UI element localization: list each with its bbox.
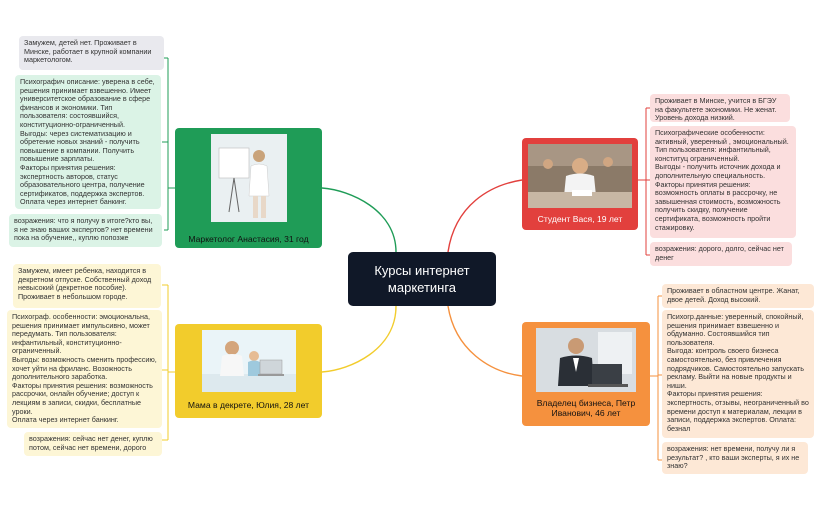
vasya-note-objections: возражения: дорого, долго, сейчас нет де… — [650, 242, 792, 266]
yulia-note-objections: возражения: сейчас нет денег, куплю пото… — [24, 432, 162, 456]
persona-name-vasya: Студент Вася, 19 лет — [537, 214, 623, 224]
yulia-note-psychographics: Психограф. особенности: эмоциональна, ре… — [7, 310, 162, 428]
anastasia-note-bio: Замужем, детей нет. Проживает в Минске, … — [19, 36, 164, 70]
marketer-photo — [210, 134, 287, 222]
vasya-note-psychographics: Психографические особенности: активный, … — [650, 126, 796, 238]
student-photo — [528, 144, 632, 208]
vasya-note-bio: Проживает в Минске, учится в БГЭУ на фак… — [650, 94, 790, 122]
yulia-note-bio: Замужем, имеет ребенка, находится в декр… — [13, 264, 161, 308]
persona-node-anastasia[interactable]: Маркетолог Анастасия, 31 год — [175, 128, 322, 248]
mother-photo — [201, 330, 296, 392]
petr-note-psychographics: Психогр.данные: уверенный, спокойный, ре… — [662, 310, 814, 438]
anastasia-note-psychographics: Психографич описание: уверена в себе, ре… — [15, 75, 161, 209]
persona-name-yulia: Мама в декрете, Юлия, 28 лет — [187, 400, 310, 410]
persona-name-petr: Владелец бизнеса, Петр Иванович, 46 лет — [536, 398, 636, 418]
persona-name-anastasia: Маркетолог Анастасия, 31 год — [188, 234, 309, 244]
petr-note-objections: возражения: нет времени, получу ли я рез… — [662, 442, 808, 474]
petr-note-bio: Проживает в областном центре. Жанат, дво… — [662, 284, 814, 308]
persona-node-petr[interactable]: Владелец бизнеса, Петр Иванович, 46 лет — [522, 322, 650, 426]
central-topic[interactable]: Курсы интернет маркетинга — [348, 252, 496, 306]
businessman-photo — [536, 328, 636, 392]
persona-node-vasya[interactable]: Студент Вася, 19 лет — [522, 138, 638, 230]
anastasia-note-objections: возражения: что я получу в итоге?кто вы,… — [9, 214, 162, 247]
persona-node-yulia[interactable]: Мама в декрете, Юлия, 28 лет — [175, 324, 322, 418]
